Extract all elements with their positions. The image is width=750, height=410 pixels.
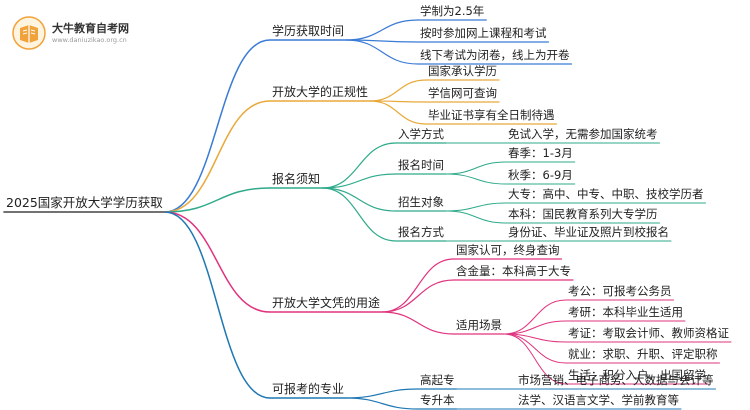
node-duration: 学制为2.5年 (420, 4, 485, 18)
node-junior-college-target: 大专：高中、中专、中职、技校学历者 (508, 187, 704, 201)
branch-study-period: 学历获取时间 (272, 24, 345, 38)
node-use-cases: 适用场景 (456, 318, 502, 332)
node-use-cases-connector (382, 311, 455, 335)
branch-diploma-uses-connector (164, 211, 271, 313)
branch-study-period-connector (164, 39, 271, 213)
node-admission-method-detail: 免试入学，无需参加国家统考 (508, 127, 658, 141)
node-value-connector (382, 279, 455, 313)
node-exam-format-connector (346, 39, 419, 65)
brand-url: www.daniuzikao.org.cn (52, 36, 127, 44)
node-admission-method-connector (322, 142, 397, 189)
node-employment: 就业：求职、升职、评定职称 (568, 347, 718, 361)
branch-majors-connector (164, 211, 271, 399)
branch-majors: 可报考的专业 (272, 382, 345, 396)
node-bachelor-target-connector (445, 210, 507, 224)
branch-legitimacy-connector (164, 100, 271, 213)
node-daily-life: 生活：积分入户、出国留学 (568, 368, 706, 382)
node-target-students-connector (322, 187, 397, 212)
node-college-majors: 市场营销、电子商务、大数据与会计等 (518, 373, 714, 387)
node-spring-connector (445, 161, 507, 175)
node-state-recognized-connector (370, 79, 427, 102)
brand-name: 大牛教育自考网 (52, 22, 129, 35)
node-postgraduate-connector (503, 320, 567, 335)
node-state-recognized: 国家承认学历 (428, 64, 497, 78)
branch-diploma-uses: 开放大学文凭的用途 (272, 296, 381, 310)
node-online-courses: 按时参加网上课程和考试 (420, 26, 547, 40)
branch-legitimacy: 开放大学的正规性 (272, 85, 369, 99)
branch-enrollment-connector (164, 187, 271, 213)
node-certificates: 考证：考取会计师、教师资格证 (568, 326, 729, 340)
node-duration-connector (346, 19, 419, 41)
node-postgraduate: 考研：本科毕业生适用 (568, 305, 683, 319)
book-icon (12, 16, 46, 50)
node-civil-service: 考公：可报考公务员 (568, 284, 672, 298)
node-junior-college-target-connector (445, 202, 507, 212)
node-target-students: 招生对象 (398, 195, 444, 209)
node-college-to-bachelor-connector (346, 397, 419, 410)
brand-logo: 大牛教育自考网 www.daniuzikao.org.cn (12, 14, 162, 54)
root-topic: 2025国家开放大学学历获取 (6, 195, 163, 210)
node-lifetime-verification-connector (382, 258, 455, 313)
node-registration-method: 报名方式 (398, 225, 444, 239)
node-high-school-to-college-connector (346, 388, 419, 399)
node-registration-method-connector (322, 187, 397, 242)
node-full-time-treatment-connector (370, 100, 427, 125)
node-bachelor-majors: 法学、汉语言文学、学前教育等 (518, 393, 679, 407)
node-lifetime-verification: 国家认可，终身查询 (456, 243, 560, 257)
node-autumn: 秋季：6-9月 (508, 168, 573, 182)
node-exam-format: 线下考试为闭卷，线上为开卷 (420, 48, 570, 62)
node-full-time-treatment: 毕业证书享有全日制待遇 (428, 108, 555, 122)
node-employment-connector (503, 333, 567, 364)
node-enrollment-period-connector (322, 173, 397, 189)
node-college-to-bachelor: 专升本 (420, 393, 455, 407)
node-chsi-verifiable: 学信网可查询 (428, 86, 497, 100)
node-civil-service-connector (503, 299, 567, 335)
node-value: 含金量：本科高于大专 (456, 264, 571, 278)
node-admission-method: 入学方式 (398, 127, 444, 141)
node-autumn-connector (445, 173, 507, 185)
node-enrollment-period: 报名时间 (398, 158, 444, 172)
node-high-school-to-college: 高起专 (420, 373, 455, 387)
branch-enrollment: 报名须知 (272, 172, 321, 186)
node-bachelor-target: 本科：国民教育系列大专学历 (508, 207, 658, 221)
node-registration-method-detail: 身份证、毕业证及照片到校报名 (508, 225, 669, 239)
node-spring: 春季：1-3月 (508, 146, 573, 160)
node-daily-life-connector (503, 333, 567, 385)
